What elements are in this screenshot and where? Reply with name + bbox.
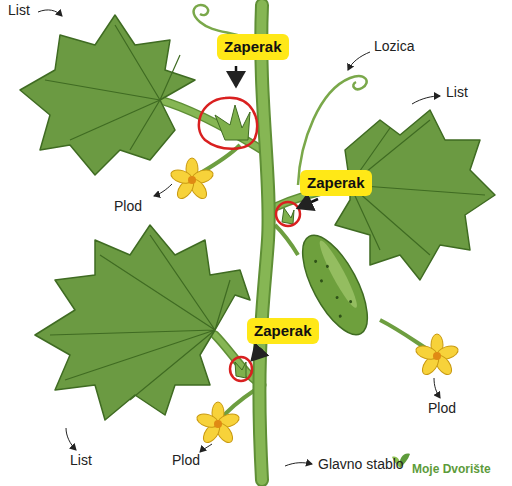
callout-box: Zaperak xyxy=(247,318,319,344)
part-label: Glavno stablo xyxy=(318,456,404,473)
watermark: Moje Dvorište xyxy=(412,462,491,476)
callout-text: Zaperak xyxy=(224,38,282,56)
callout-text: Zaperak xyxy=(307,174,365,192)
callout-box: Zaperak xyxy=(217,34,289,60)
part-label: Plod xyxy=(172,452,200,469)
part-label: Lozica xyxy=(374,38,414,55)
part-label: List xyxy=(70,452,92,469)
part-label: Plod xyxy=(114,198,142,215)
part-label: List xyxy=(446,84,468,101)
part-label: Plod xyxy=(428,400,456,417)
callout-box: Zaperak xyxy=(300,170,372,196)
part-label: List xyxy=(8,2,30,19)
callout-text: Zaperak xyxy=(254,322,312,340)
